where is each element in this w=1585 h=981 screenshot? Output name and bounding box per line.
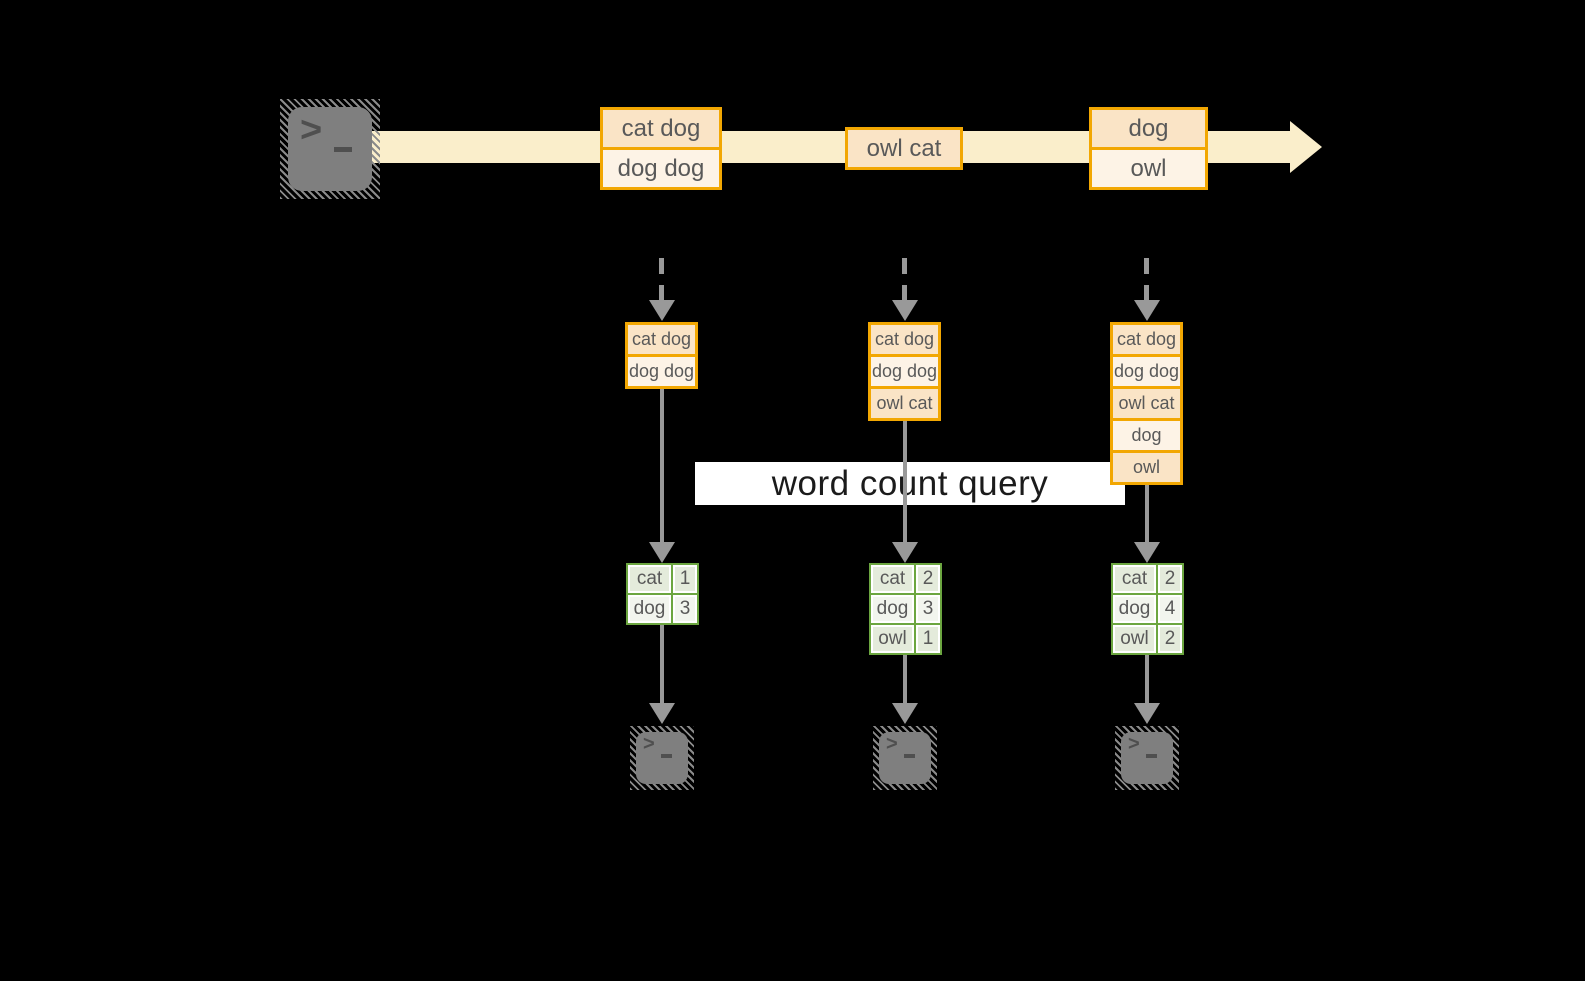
- stream-source-terminal-icon: >: [280, 99, 380, 199]
- count-cell: 3: [671, 593, 699, 625]
- terminal-cursor-icon: [904, 754, 915, 758]
- down-arrowhead-icon: [649, 542, 675, 563]
- down-arrowhead-icon: [892, 542, 918, 563]
- stack-row-label: cat dog: [1116, 329, 1177, 349]
- word-cell: dog: [1111, 593, 1158, 625]
- stack-row-label: cat dog: [631, 329, 692, 349]
- terminal-icon: >: [1121, 732, 1173, 784]
- stack-row: dog: [1110, 418, 1183, 453]
- stream-message: owl: [1089, 147, 1208, 190]
- connector-line: [903, 655, 907, 703]
- terminal-prompt-icon: >: [300, 110, 323, 150]
- count-cell: 1: [914, 623, 942, 655]
- terminal-prompt-icon: >: [1128, 733, 1140, 755]
- down-arrowhead-icon: [649, 300, 675, 321]
- stack-row-label: owl cat: [876, 393, 933, 413]
- count-value: 4: [1164, 598, 1176, 619]
- connector-line: [1145, 655, 1149, 703]
- stream-message-label: owl cat: [866, 134, 942, 162]
- word-label: cat: [879, 568, 906, 589]
- word-label: dog: [1118, 598, 1151, 619]
- count-value: 1: [679, 568, 691, 589]
- terminal-cursor-icon: [1146, 754, 1157, 758]
- word-cell: dog: [869, 593, 916, 625]
- stack-row: dog dog: [1110, 354, 1183, 389]
- stream-message-label: dog: [1128, 114, 1169, 142]
- count-cell: 3: [914, 593, 942, 625]
- stream-message-label: cat dog: [621, 114, 701, 142]
- stack-row-label: owl cat: [1118, 393, 1175, 413]
- terminal-icon: >: [636, 732, 688, 784]
- terminal-cursor-icon: [661, 754, 672, 758]
- word-cell: cat: [1111, 563, 1158, 595]
- word-label: cat: [636, 568, 663, 589]
- count-value: 3: [922, 598, 934, 619]
- sink-terminal-icon: >: [1115, 726, 1179, 790]
- dashed-arrow-line: [659, 258, 664, 302]
- stream-message: cat dog: [600, 107, 722, 150]
- word-label: dog: [633, 598, 666, 619]
- stream-message-label: dog dog: [617, 154, 705, 182]
- terminal-cursor-icon: [334, 147, 352, 152]
- word-cell: owl: [869, 623, 916, 655]
- stream-message-label: owl: [1130, 154, 1167, 182]
- word-label: owl: [1120, 628, 1149, 649]
- connector-line: [660, 389, 664, 542]
- word-label: owl: [878, 628, 907, 649]
- stream-arrowhead-icon: [1290, 121, 1322, 173]
- down-arrowhead-icon: [1134, 703, 1160, 724]
- count-value: 3: [679, 598, 691, 619]
- down-arrowhead-icon: [1134, 300, 1160, 321]
- down-arrowhead-icon: [1134, 542, 1160, 563]
- down-arrowhead-icon: [892, 300, 918, 321]
- sink-terminal-icon: >: [873, 726, 937, 790]
- count-cell: 2: [1156, 563, 1184, 595]
- terminal-prompt-icon: >: [643, 733, 655, 755]
- dashed-arrow-line: [902, 258, 907, 302]
- count-cell: 1: [671, 563, 699, 595]
- connector-line: [903, 421, 907, 542]
- stack-row: cat dog: [1110, 322, 1183, 357]
- stack-row: dog dog: [625, 354, 698, 389]
- word-label: dog: [876, 598, 909, 619]
- word-cell: dog: [626, 593, 673, 625]
- stack-row: dog dog: [868, 354, 941, 389]
- word-cell: owl: [1111, 623, 1158, 655]
- stack-row-label: cat dog: [874, 329, 935, 349]
- count-cell: 2: [914, 563, 942, 595]
- down-arrowhead-icon: [649, 703, 675, 724]
- stack-row-label: dog dog: [871, 361, 938, 381]
- stream-message: owl cat: [845, 127, 963, 170]
- query-band: word count query: [695, 462, 1125, 505]
- stream-message: dog dog: [600, 147, 722, 190]
- stack-row: cat dog: [625, 322, 698, 357]
- stack-row-label: dog dog: [628, 361, 695, 381]
- connector-line: [1145, 485, 1149, 542]
- stack-row: owl cat: [1110, 386, 1183, 421]
- count-cell: 2: [1156, 623, 1184, 655]
- count-value: 2: [1164, 568, 1176, 589]
- count-value: 2: [922, 568, 934, 589]
- dashed-arrow-line: [1144, 258, 1149, 302]
- stream-message: dog: [1089, 107, 1208, 150]
- stack-row-label: owl: [1132, 457, 1160, 477]
- word-cell: cat: [626, 563, 673, 595]
- query-label: word count query: [771, 463, 1049, 503]
- stack-row-label: dog: [1131, 425, 1162, 445]
- terminal-icon: >: [879, 732, 931, 784]
- stack-row-label: dog dog: [1113, 361, 1180, 381]
- word-cell: cat: [869, 563, 916, 595]
- stack-row: cat dog: [868, 322, 941, 357]
- down-arrowhead-icon: [892, 703, 918, 724]
- count-value: 1: [922, 628, 934, 649]
- word-label: cat: [1121, 568, 1148, 589]
- connector-line: [660, 625, 664, 703]
- sink-terminal-icon: >: [630, 726, 694, 790]
- count-cell: 4: [1156, 593, 1184, 625]
- stack-row: owl cat: [868, 386, 941, 421]
- count-value: 2: [1164, 628, 1176, 649]
- terminal-icon: >: [288, 107, 372, 191]
- stack-row: owl: [1110, 450, 1183, 485]
- terminal-prompt-icon: >: [886, 733, 898, 755]
